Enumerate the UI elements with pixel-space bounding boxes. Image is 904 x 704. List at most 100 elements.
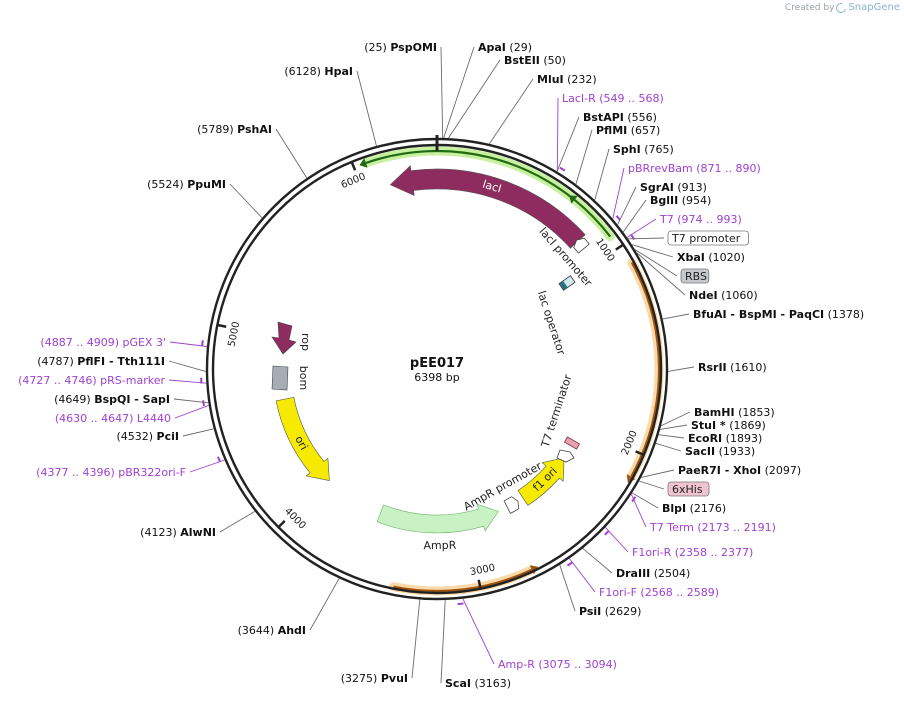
primer-mark	[201, 340, 204, 347]
enzyme-label: XbaI (1020)	[677, 251, 745, 264]
orf-line-3	[393, 568, 533, 593]
site-connector	[658, 434, 685, 439]
enzyme-label: PaeR7I - XhoI (2097)	[678, 464, 801, 477]
enzyme-label: (4123) AlwNI	[140, 526, 216, 539]
tick-mark-5000	[216, 323, 227, 328]
site-pbrrevbam: pBRrevBam (871 .. 890)	[612, 162, 761, 221]
site-connector	[443, 46, 475, 139]
site-connector	[411, 599, 421, 679]
site-bsteii: BstEII (50)	[447, 54, 566, 139]
site-connector	[440, 46, 444, 139]
site-connector	[640, 469, 675, 478]
site-apai: ApaI (29)	[443, 41, 532, 139]
site-prs-marker: (4727 .. 4746) pRS-marker	[18, 374, 207, 387]
site-connector	[462, 598, 495, 665]
site-rsrii: RsrII (1610)	[667, 361, 767, 374]
lac-operator-stripe	[558, 280, 568, 291]
feature-label-ori: ori	[292, 434, 310, 453]
feature-ampr	[376, 503, 499, 534]
enzyme-label: (6128) HpaI	[284, 65, 353, 78]
enzyme-label: RsrII (1610)	[698, 361, 767, 374]
site-connector	[275, 128, 308, 179]
tick-label-1000: 1000	[593, 237, 616, 264]
enzyme-label: (5789) PshAI	[197, 123, 272, 136]
site-connector	[631, 244, 674, 258]
feature-bom: bom	[271, 365, 310, 391]
orf-line-2	[630, 261, 661, 478]
enzyme-label: EcoRI (1893)	[688, 432, 762, 445]
feature-label-bom: bom	[297, 366, 310, 390]
site-name: 6xHis	[672, 483, 703, 496]
primer-mark	[457, 602, 464, 606]
site-ecori: EcoRI (1893)	[658, 432, 762, 445]
site-connector	[631, 492, 659, 509]
feature-label-lac-operator: lac operator	[535, 289, 568, 357]
enzyme-label: (3644) AhdI	[238, 624, 306, 637]
primer-label: LacI-R (549 .. 568)	[562, 92, 664, 105]
feature-box-6xhis	[667, 481, 710, 497]
site-connector	[660, 411, 691, 427]
t7-terminator-box	[563, 436, 581, 450]
site-pcii: (4532) PciI	[116, 428, 215, 443]
tick-mark-6000	[350, 160, 357, 171]
site-connector	[168, 379, 207, 384]
primer-label: F1ori-F (2568 .. 2589)	[599, 586, 719, 599]
feature-label-laci: lacI	[481, 178, 503, 196]
site-name: RBS	[685, 270, 707, 283]
enzyme-label: BfuAI - BspMI - PaqCI (1378)	[693, 308, 864, 321]
enzyme-label: BamHI (1853)	[694, 406, 775, 419]
site-f1ori-r: F1ori-R (2358 .. 2377)	[604, 526, 753, 559]
site-connector	[659, 424, 688, 430]
site-paer7i-xhoi: PaeR7I - XhoI (2097)	[640, 464, 801, 478]
bom-box	[271, 365, 289, 391]
tick-mark-1000	[615, 243, 625, 251]
enzyme-label: BlpI (2176)	[662, 502, 726, 515]
enzyme-label: (3275) PvuI	[341, 672, 408, 685]
t7-promoter-small-arrow	[556, 449, 575, 463]
site-t7-term: T7 Term (2173 .. 2191)	[630, 493, 776, 534]
snapgene-credit: Created by SnapGene	[785, 0, 900, 15]
credit-brand: SnapGene	[848, 2, 900, 13]
site-bamhi: BamHI (1853)	[660, 406, 775, 427]
enzyme-label: BstAPI (556)	[583, 111, 657, 124]
orf-arrowhead-0	[359, 158, 368, 168]
feature-ori	[275, 396, 330, 481]
site-stui: StuI * (1869)	[659, 419, 766, 432]
site-connector	[229, 183, 263, 219]
site-6xhis: 6xHis	[638, 480, 710, 497]
site-xbai: XbaI (1020)	[631, 244, 745, 264]
site-connector	[594, 148, 610, 201]
orf-line-1	[573, 198, 612, 238]
site-l4440: (4630 .. 4647) L4440	[55, 400, 210, 425]
site-connector	[168, 360, 207, 373]
tick-label-4000: 4000	[282, 506, 308, 532]
tick-label-5000: 5000	[227, 321, 243, 348]
site-psii: PsiI (2629)	[559, 564, 641, 618]
enzyme-label: PflMI (657)	[596, 124, 660, 137]
enzyme-label: ApaI (29)	[478, 41, 532, 54]
primer-label: T7 (974 .. 993)	[659, 213, 742, 226]
site-connector	[582, 547, 613, 574]
site-sacii: SacII (1933)	[655, 442, 755, 458]
site-pvui: (3275) PvuI	[341, 599, 421, 685]
site-mlui: MluI (232)	[488, 73, 597, 145]
site-connector	[189, 459, 225, 473]
site-connector	[447, 59, 501, 139]
site-bglii: BglII (954)	[622, 194, 711, 233]
feature-ampr-promoter	[503, 496, 520, 514]
feature-f1-ori	[517, 457, 565, 506]
site-draiii: DraIII (2504)	[582, 547, 690, 580]
enzyme-label: (4649) BspQI - SapI	[54, 393, 170, 406]
enzyme-label: BstEII (50)	[504, 54, 566, 67]
orf-arrowhead-1	[569, 195, 578, 204]
site-bstapi: BstAPI (556)	[556, 111, 657, 172]
site-connector	[634, 248, 678, 277]
site-connector	[667, 366, 695, 372]
site-connector	[556, 116, 580, 172]
primer-mark	[631, 496, 637, 503]
site-blpi: BlpI (2176)	[631, 492, 726, 515]
enzyme-label: MluI (232)	[537, 73, 597, 86]
primer-mark	[566, 561, 573, 567]
